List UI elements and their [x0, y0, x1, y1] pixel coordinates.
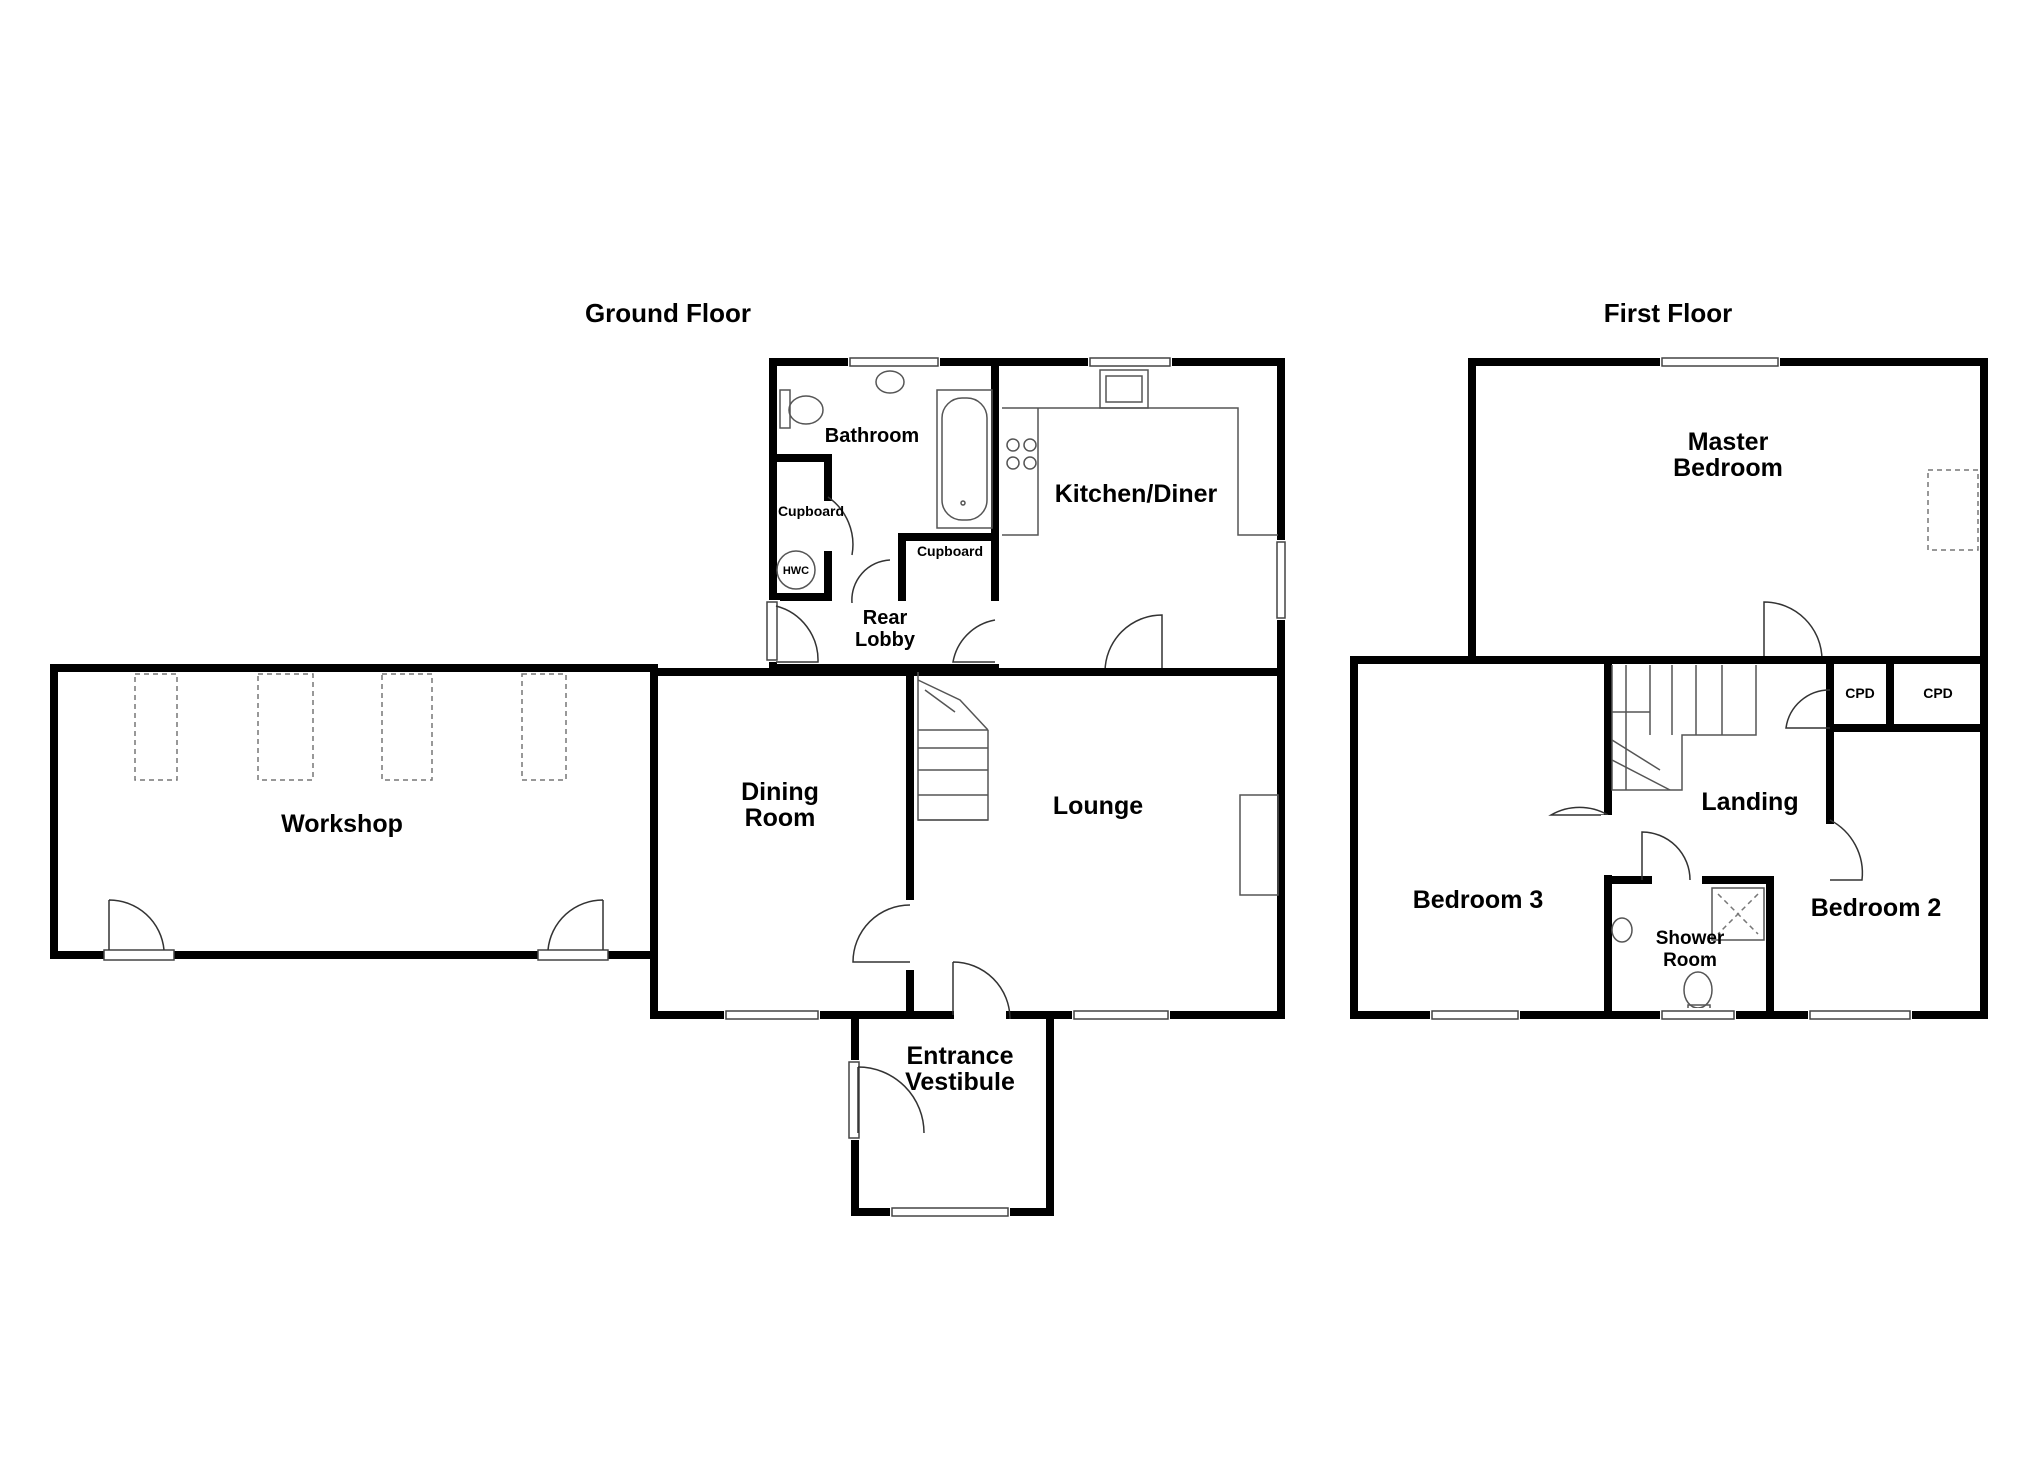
ground-floor: Ground Floor Workshop Dining Room Lounge…: [50, 298, 1288, 1219]
shower-label-line1: Shower: [1656, 928, 1725, 949]
master-label-line1: Master: [1688, 428, 1769, 456]
cpd-label-a: CPD: [1845, 685, 1875, 701]
cpd-label-b: CPD: [1923, 685, 1953, 701]
first-floor: First Floor Master Bedroom Bedroom 3 Bed…: [1350, 298, 1988, 1022]
shower-label-line2: Room: [1663, 950, 1717, 971]
master-label-line2: Bedroom: [1673, 454, 1783, 482]
bathroom-block: [766, 355, 999, 672]
bathroom-label: Bathroom: [825, 425, 919, 447]
cupboard-label-a: Cupboard: [778, 503, 844, 519]
bedroom3-label: Bedroom 3: [1413, 886, 1544, 914]
dining-label-line2: Room: [745, 804, 816, 832]
bedroom-2: [1808, 1008, 1912, 1022]
dining-room: [650, 668, 917, 1022]
first-stairs: [1611, 665, 1757, 791]
rear-lobby-line1: Rear: [863, 607, 908, 629]
workshop-label: Workshop: [281, 810, 403, 838]
first-floor-title: First Floor: [1604, 298, 1733, 328]
landing-area: [1604, 656, 1988, 1022]
rear-lobby-line2: Lobby: [855, 629, 916, 651]
lounge-label: Lounge: [1053, 792, 1143, 820]
bedroom-3: [1350, 656, 1615, 1022]
entrance-label-line2: Vestibule: [905, 1068, 1015, 1096]
kitchen-diner: [991, 355, 1288, 676]
ground-floor-title: Ground Floor: [585, 298, 751, 328]
entrance-vestibule: [848, 961, 1054, 1219]
kitchen-label: Kitchen/Diner: [1055, 480, 1218, 508]
ground-stairs: [917, 672, 989, 821]
entrance-label-line1: Entrance: [907, 1042, 1014, 1070]
landing-label: Landing: [1701, 788, 1798, 816]
master-bedroom: [1468, 355, 1988, 664]
bedroom2-label: Bedroom 2: [1811, 894, 1942, 922]
hwc-label: HWC: [783, 565, 809, 577]
cupboard-label-b: Cupboard: [917, 543, 983, 559]
dining-label-line1: Dining: [741, 778, 819, 806]
